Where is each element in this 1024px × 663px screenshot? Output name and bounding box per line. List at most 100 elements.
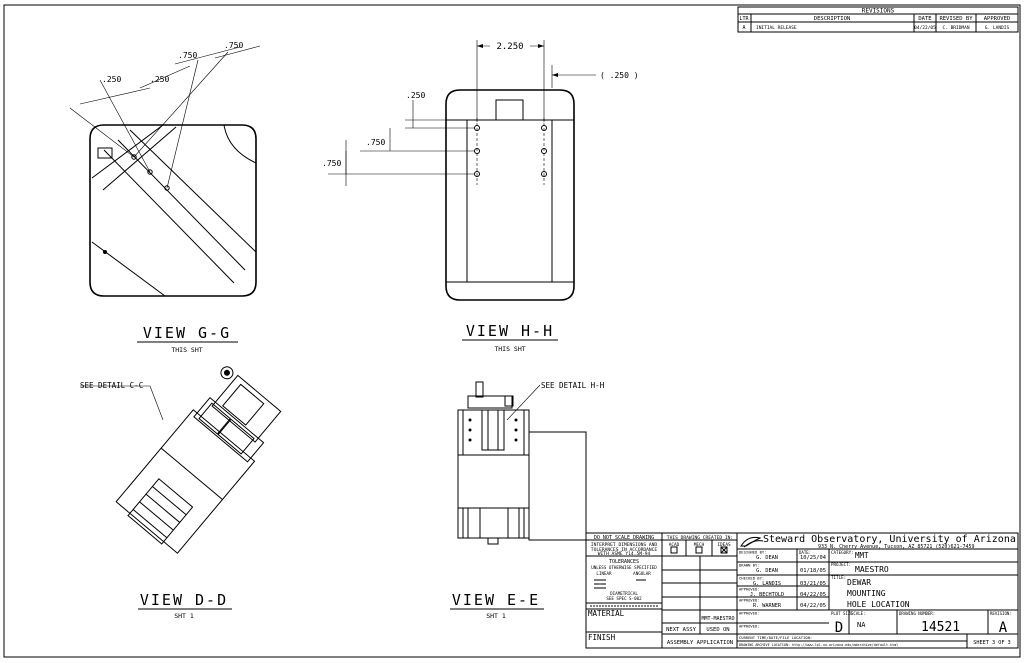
rev-row-ltr: A: [742, 25, 745, 31]
tb-part-ref: MMT-MAESTRO: [701, 616, 734, 622]
gg-dim-3: .750: [178, 51, 197, 60]
dd-view-sub: SHT 1: [174, 612, 194, 620]
tb-footer-1: CURRENT TIME/DATE/FILE LOCATION:: [739, 635, 812, 640]
tb-size-label: PLOT SIZE: [831, 611, 853, 616]
tb-interpret-2: TOLERANCES IN ACCORDANCE: [591, 547, 658, 553]
tb-sheet: SHEET 3 OF 3: [973, 640, 1010, 646]
tb-sw-ideas: IDEAS: [717, 542, 731, 548]
rev-row-date: 04/22/05: [914, 25, 936, 31]
tb-material: MATERIAL: [588, 609, 625, 618]
tb-scale: NA: [857, 621, 866, 629]
dd-view-title: VIEW D-D: [140, 591, 228, 609]
tb-see-spec: SEE SPEC S-002: [606, 596, 642, 601]
gg-view-title: VIEW G-G: [143, 324, 231, 342]
signoff-role: DESIGNED BY:: [739, 550, 766, 555]
rev-col-ltr: LTR: [739, 16, 749, 22]
tb-rev: A: [999, 620, 1008, 636]
tb-checkbox-mech: [695, 546, 703, 554]
ee-view-sub: SHT 1: [486, 612, 506, 620]
hh-dim-left-750b: .750: [322, 159, 341, 168]
tb-no-scale: DO NOT SCALE DRAWING: [594, 535, 654, 541]
tb-title-1: DEWAR: [847, 578, 871, 587]
tb-project-label: PROJECT:: [831, 562, 851, 567]
tb-footer-2: DRAWING ARCHIVE LOCATION: http://www.lpl…: [739, 643, 898, 647]
gg-view-sub: THIS SHT: [171, 346, 202, 354]
revisions-title: REVISIONS: [862, 8, 895, 15]
tb-address: 933 N. Cherry Avenue, Tucson, AZ 85721 (…: [818, 544, 975, 550]
tb-title-3: HOLE LOCATION: [847, 600, 910, 609]
gg-dim-2: .250: [150, 75, 169, 84]
hh-view-sub: THIS SHT: [494, 345, 525, 353]
hh-dim-left-750a: .750: [366, 138, 385, 147]
hh-dim-ref-250: ( .250 ): [600, 71, 639, 80]
tb-size: D: [835, 620, 843, 636]
tb-created-in: THIS DRAWING CREATED IN:: [667, 535, 733, 541]
signoff-date: 04/22/05: [800, 592, 826, 598]
title-block: DO NOT SCALE DRAWING INTERPRET DIMENSION…: [585, 532, 1019, 649]
tb-date-label: DATE:: [799, 550, 811, 555]
tb-assembly-application: ASSEMBLY APPLICATION: [667, 640, 733, 646]
steward-logo-icon: [740, 536, 764, 548]
tb-sw-mech: MECH: [694, 542, 705, 548]
rev-col-approved: APPROVED: [984, 16, 1011, 22]
view-h-h: 2.250 ( .250 ) .250 .750 .750 VIEW H-H T…: [322, 40, 639, 353]
gg-dim-4: .750: [224, 41, 243, 50]
tb-project: MAESTRO: [855, 565, 889, 574]
tb-org: Steward Observatory, University of Arizo…: [763, 534, 1016, 545]
rev-row-revised-by: C. BRIDMAN: [942, 25, 969, 31]
hh-view-title: VIEW H-H: [466, 322, 554, 340]
tb-scale-label: SCALE:: [851, 611, 865, 616]
rev-col-revised-by: REVISED BY: [939, 16, 973, 22]
tb-unless: UNLESS OTHERWISE SPECIFIED: [591, 565, 657, 570]
signoff-role: DRAWN BY:: [739, 563, 760, 568]
tb-category-label: CATEGORY:: [831, 550, 854, 555]
tb-category: MMT: [855, 551, 869, 560]
tb-used-on: USED ON: [706, 627, 729, 633]
hh-dim-2-250: 2.250: [496, 42, 523, 52]
hh-dim-left-250: .250: [406, 91, 425, 100]
tb-linear: LINEAR: [596, 571, 612, 576]
tb-interpret-1: INTERPRET DIMENSIONS AND: [591, 542, 658, 548]
ee-view-title: VIEW E-E: [452, 591, 540, 609]
signoff-date: 10/25/04: [800, 555, 826, 561]
revisions-table: REVISIONS LTR DESCRIPTION DATE REVISED B…: [737, 6, 1019, 33]
tb-checkbox-acad: [670, 546, 678, 554]
signoff-name: G. DEAN: [756, 555, 778, 561]
title-block-right: DATE: CATEGORY: MMT PROJECT: MAESTRO TIT…: [737, 550, 1012, 648]
rev-col-date: DATE: [918, 16, 931, 22]
signoff-name: G. LANDIS: [753, 581, 781, 587]
signoff-name: R. WARNER: [753, 603, 782, 609]
tb-dwg-no: 14521: [921, 620, 960, 635]
tb-tolerances: TOLERANCES: [609, 559, 639, 565]
gg-dim-1: .250: [102, 75, 121, 84]
tb-interpret-3: WITH ASME Y14.5M-94: [598, 551, 651, 557]
tb-diametral: DIAMETRICAL: [610, 591, 638, 596]
signoff-role: APPROVED:: [739, 587, 760, 592]
tb-title-2: MOUNTING: [847, 589, 886, 598]
signoff-role: APPROVED:: [739, 611, 760, 616]
signoff-role: CHECKED BY:: [739, 576, 764, 581]
signoff-name: G. DEAN: [756, 568, 778, 574]
tb-dwg-label: DRAWING NUMBER:: [899, 611, 935, 616]
tb-rev-label: REVISION:: [990, 611, 1012, 616]
view-g-g: .250 .250 .750 .750 VIEW G-G THIS SHT: [69, 41, 261, 354]
rev-row-description: INITIAL RELEASE: [756, 25, 797, 31]
signoff-role: APPROVED:: [739, 598, 760, 603]
signoff-date: 01/18/05: [800, 568, 826, 574]
signoff-date: 03/21/05: [800, 581, 826, 587]
view-e-e: SEE DETAIL H-H VIEW E-E SHT 1: [450, 381, 605, 620]
sheet-border: [3, 4, 1021, 658]
dd-note: SEE DETAIL C-C: [80, 381, 143, 390]
signoff-date: 04/22/05: [800, 603, 826, 609]
ee-note: SEE DETAIL H-H: [541, 381, 605, 390]
tb-angular: ANGULAR: [633, 571, 651, 576]
rev-col-description: DESCRIPTION: [814, 16, 850, 22]
rev-row-approved: G. LANDIS: [985, 25, 1010, 31]
tb-next-assy: NEXT ASSY: [666, 627, 696, 633]
view-d-d: SEE DETAIL C-C VIEW D-D SHT 1: [80, 366, 282, 620]
signoff-name: J. BECHTOLD: [750, 592, 784, 598]
tb-sw-acad: ACAD: [669, 542, 680, 548]
signoff-role: APPROVED:: [739, 624, 760, 629]
